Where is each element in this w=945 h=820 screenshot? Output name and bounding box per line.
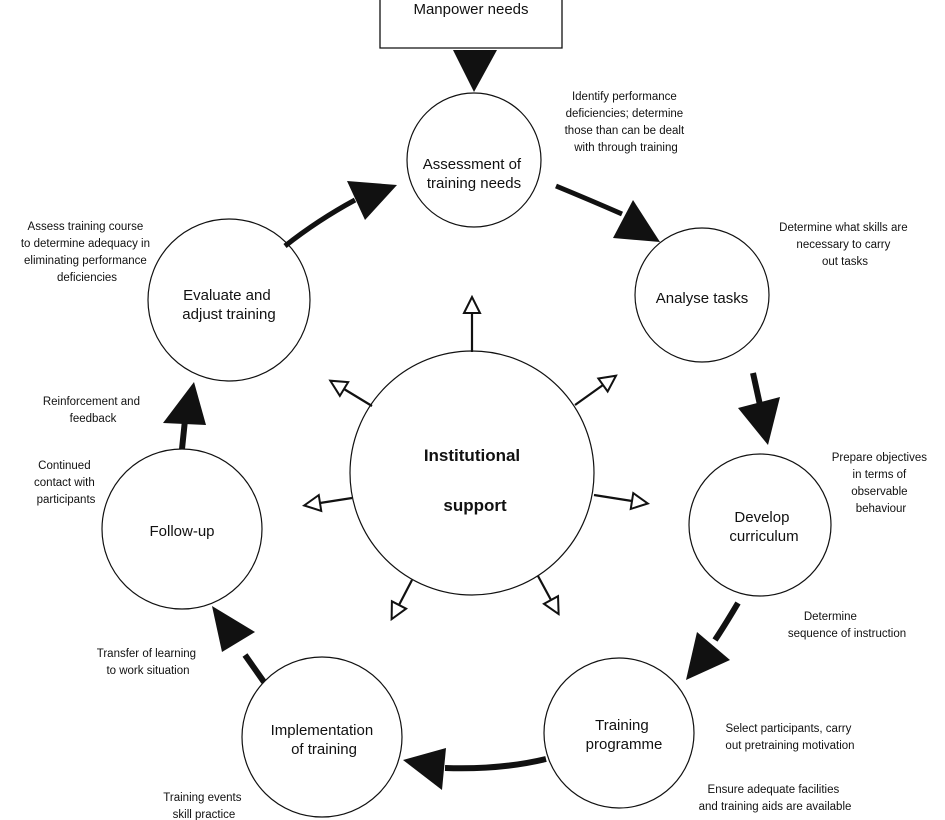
note-programme-participants: Select participants, carry out pretraini… bbox=[725, 723, 854, 752]
stage-followup-label: Follow-up bbox=[149, 523, 214, 540]
stage-analyse-label: Analyse tasks bbox=[656, 290, 749, 307]
note-programme-facilities: Ensure adequate facilities and training … bbox=[699, 784, 852, 813]
support-arrow-lower-left bbox=[399, 579, 413, 605]
note-curriculum-objectives: Prepare objectives in terms of observabl… bbox=[832, 452, 930, 515]
note-assess-course: Assess training course to determine adeq… bbox=[21, 221, 153, 284]
stage-assessment: Assessment of training needs bbox=[406, 92, 542, 228]
stage-implementation: Implementation of training bbox=[241, 656, 403, 818]
stage-programme-label: Training programme bbox=[586, 717, 663, 753]
note-reinforcement: Reinforcement and feedback bbox=[43, 396, 143, 425]
note-transfer: Transfer of learning to work situation bbox=[97, 648, 200, 677]
flow-arrow-implementation-to-followup bbox=[212, 606, 267, 684]
stage-evaluate-label: Evaluate and adjust training bbox=[182, 287, 275, 323]
manpower-needs-box: Manpower needs bbox=[379, 0, 563, 49]
support-arrow-lower-right bbox=[537, 575, 551, 600]
stage-assessment-label: Assessment of training needs bbox=[423, 156, 526, 192]
note-implementation: Training events skill practice bbox=[163, 792, 244, 820]
support-arrow-right bbox=[593, 495, 632, 501]
support-arrows bbox=[320, 313, 632, 605]
input-arrow bbox=[453, 50, 497, 92]
stage-analyse-tasks: Analyse tasks bbox=[634, 227, 770, 363]
center-label-line2: support bbox=[443, 496, 507, 515]
stage-develop-curriculum: Develop curriculum bbox=[688, 453, 832, 597]
flow-arrow-followup-to-evaluate bbox=[163, 382, 206, 450]
flow-arrow-assessment-to-analyse bbox=[555, 183, 660, 242]
stage-implementation-label: Implementation of training bbox=[271, 722, 378, 758]
stage-training-programme: Training programme bbox=[543, 657, 695, 809]
note-curriculum-sequence: Determine sequence of instruction bbox=[788, 611, 906, 640]
manpower-needs-label: Manpower needs bbox=[413, 1, 528, 18]
stage-curriculum-label: Develop curriculum bbox=[729, 509, 798, 545]
flow-arrow-programme-to-implementation bbox=[403, 748, 547, 790]
flow-arrow-evaluate-to-assessment bbox=[283, 181, 397, 248]
note-analyse: Determine what skills are necessary to c… bbox=[779, 222, 911, 268]
support-arrow-upper-right bbox=[574, 385, 603, 406]
stage-evaluate: Evaluate and adjust training bbox=[147, 218, 311, 382]
note-assessment: Identify performance deficiencies; deter… bbox=[565, 91, 688, 154]
stage-follow-up: Follow-up bbox=[101, 448, 263, 610]
flow-arrow-curriculum-to-programme bbox=[686, 601, 741, 680]
flow-arrow-analyse-to-curriculum bbox=[738, 372, 780, 445]
center-institutional-support: Institutional support bbox=[349, 350, 595, 596]
note-contact: Continued contact with participants bbox=[34, 460, 98, 506]
center-label-line1: Institutional bbox=[424, 446, 520, 465]
support-arrow-upper-left bbox=[344, 389, 373, 407]
support-arrow-left bbox=[320, 498, 353, 503]
